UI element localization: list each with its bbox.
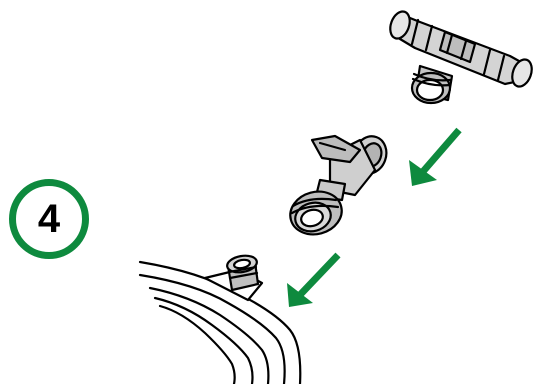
step-number: 4 — [37, 197, 61, 241]
arrow-tee-to-valve — [409, 127, 462, 186]
shutoff-valve — [289, 134, 388, 236]
arrow-valve-to-hose — [287, 252, 341, 307]
tee-connector — [389, 10, 533, 105]
hose-fitting — [138, 254, 302, 384]
step-badge: 4 — [9, 179, 89, 259]
